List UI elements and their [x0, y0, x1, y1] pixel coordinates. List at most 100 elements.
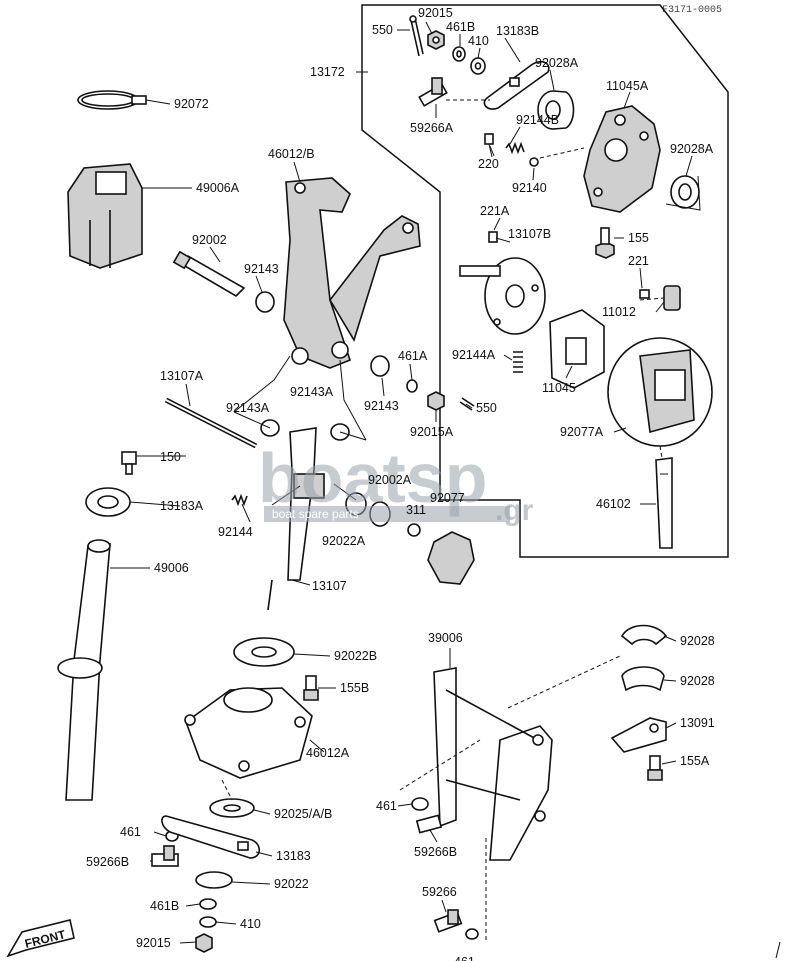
washer-410-bottom [199, 916, 217, 928]
bushing-92028-top [620, 624, 668, 646]
label-92028A-right: 92028A [670, 142, 714, 156]
label-92015-bottom: 92015 [136, 936, 171, 950]
shaft-13107A [164, 397, 258, 449]
washer-461A [406, 379, 418, 393]
label-92077: 92077 [430, 491, 465, 505]
label-92022B: 92022B [334, 649, 377, 663]
label-92144: 92144 [218, 525, 253, 539]
subassembly-13172-frame [361, 4, 729, 558]
label-410-bottom: 410 [240, 917, 261, 931]
bolt-155B [303, 675, 319, 701]
washer-461B-top [452, 46, 466, 62]
label-92143A-left: 92143A [226, 401, 270, 415]
label-46102: 46102 [596, 497, 631, 511]
label-92077A: 92077A [560, 425, 604, 439]
nut-92015-top [427, 30, 445, 50]
label-39006: 39006 [428, 631, 463, 645]
base-46012A [184, 687, 313, 779]
label-13107A: 13107A [160, 369, 204, 383]
lever-13183 [161, 815, 261, 859]
throttle-drum-13107B [459, 257, 546, 335]
label-59266: 59266 [422, 885, 457, 899]
bracket-46012-B [283, 177, 421, 369]
watermark-main: boatsp [258, 439, 487, 517]
label-220: 220 [478, 157, 499, 171]
ball-92140 [529, 157, 539, 167]
housing-11045 [549, 309, 605, 389]
label-92144B: 92144B [516, 113, 559, 127]
bolt-59266B-right [415, 814, 443, 834]
label-92002A: 92002A [368, 473, 412, 487]
label-59266B-right: 59266B [414, 845, 457, 859]
label-13183: 13183 [276, 849, 311, 863]
label-461A: 461A [398, 349, 428, 363]
label-59266B-left: 59266B [86, 855, 129, 869]
cotter-pin-550-mid [459, 397, 475, 411]
bolt-155-top [595, 227, 615, 259]
washer-410-top [470, 57, 486, 75]
bushing-92028A-top [537, 90, 575, 130]
label-92143-left: 92143 [244, 262, 279, 276]
knob-92077 [427, 531, 475, 585]
housing-11045A [583, 105, 661, 213]
label-461B-top: 461B [446, 20, 475, 34]
long-bolt-92002 [172, 250, 246, 298]
bushing-92028-bottom [621, 666, 665, 692]
label-46012A: 46012A [306, 746, 350, 760]
throttle-housing-92077A [607, 337, 713, 447]
label-13091: 13091 [680, 716, 715, 730]
label-92028-top: 92028 [680, 634, 715, 648]
washer-461-right [411, 797, 429, 811]
leader-lines [110, 21, 693, 944]
label-92022A: 92022A [322, 534, 366, 548]
label-92140: 92140 [512, 181, 547, 195]
label-461-bottom-right: 461 [454, 955, 475, 961]
throttle-shaft-13107 [267, 427, 325, 611]
frame-39006 [433, 667, 553, 861]
label-92072: 92072 [174, 97, 209, 111]
screw-221A [488, 231, 498, 243]
part-labels: 550 92015 461B 410 13183B 13172 92028A 1… [86, 6, 715, 961]
label-92002: 92002 [192, 233, 227, 247]
label-13183A: 13183A [160, 499, 204, 513]
washer-92025-A-B [209, 798, 255, 818]
bolt-59266B-left [151, 845, 179, 867]
label-11045: 11045 [542, 381, 576, 395]
washer-461-bottom-right [465, 928, 479, 940]
label-92022: 92022 [274, 877, 309, 891]
label-92028-bottom: 92028 [680, 674, 715, 688]
label-92025-A-B: 92025/A/B [274, 807, 332, 821]
hose-clamp-92072 [77, 90, 147, 110]
label-92015-top: 92015 [418, 6, 453, 20]
label-550-mid: 550 [476, 401, 497, 415]
bolt-59266 [433, 909, 463, 933]
label-221A: 221A [480, 204, 510, 218]
label-311: 311 [406, 503, 426, 517]
label-155A: 155A [680, 754, 710, 768]
bolt-59266A [418, 77, 448, 107]
label-13172: 13172 [310, 65, 345, 79]
label-11012: 11012 [602, 305, 636, 319]
label-59266A: 59266A [410, 121, 454, 135]
bracket-46102 [655, 457, 673, 549]
washer-92022B [233, 637, 295, 667]
block-11012 [663, 285, 681, 311]
label-461B-bottom: 461B [150, 899, 179, 913]
watermark-sub: boat spare parts [272, 507, 359, 521]
lever-13183B [483, 60, 550, 110]
washer-92022 [195, 871, 233, 889]
label-49006A: 49006A [196, 181, 240, 195]
watermark: boatsp boat spare parts .gr [258, 439, 534, 527]
assembly-lines [221, 99, 701, 940]
bushing-92028A-right [670, 175, 700, 209]
label-221: 221 [628, 254, 649, 268]
washer-461B-bottom [199, 898, 217, 910]
label-92015A: 92015A [410, 425, 454, 439]
label-92028A-top: 92028A [535, 56, 579, 70]
cotter-pin-550-top [409, 15, 424, 57]
label-155B: 155B [340, 681, 369, 695]
label-46012-B: 46012/B [268, 147, 315, 161]
bushing-92143-left [255, 291, 275, 313]
